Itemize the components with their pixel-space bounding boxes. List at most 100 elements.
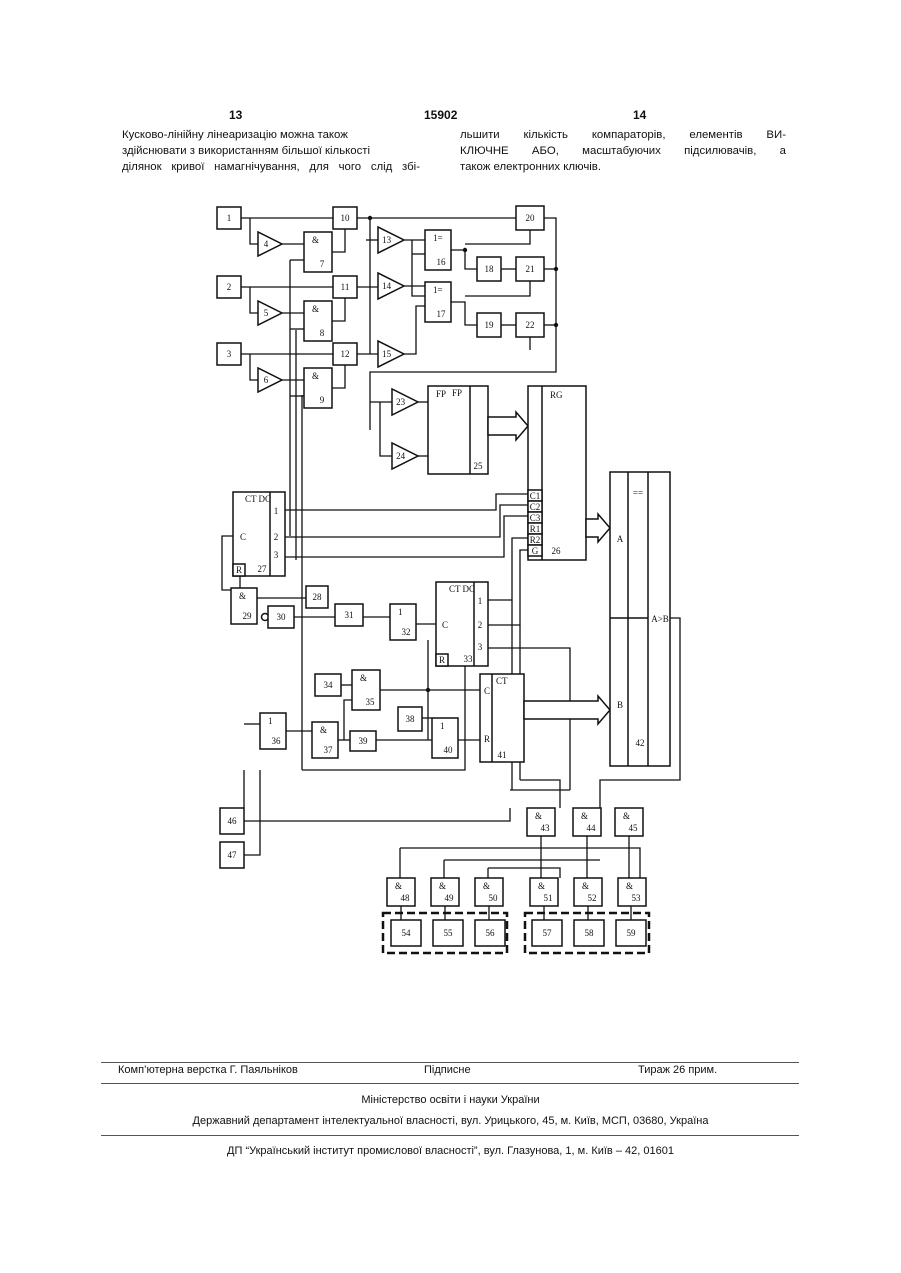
block-number: 52 bbox=[588, 893, 597, 903]
pin-label: 2 bbox=[274, 532, 279, 542]
wire bbox=[451, 250, 477, 269]
block-number: 57 bbox=[543, 928, 553, 938]
footer-signed: Підписне bbox=[424, 1064, 471, 1076]
wire bbox=[285, 494, 528, 510]
pin-label: C bbox=[442, 620, 448, 630]
block-number: 26 bbox=[552, 546, 562, 556]
block-number: 47 bbox=[228, 850, 238, 860]
block-number: 20 bbox=[526, 213, 536, 223]
wire bbox=[244, 770, 260, 855]
pin-label: C2 bbox=[530, 502, 541, 512]
block-number: 33 bbox=[464, 654, 474, 664]
block-symbol: & bbox=[312, 235, 319, 245]
pin-label: C bbox=[240, 532, 246, 542]
block-number: 46 bbox=[228, 816, 238, 826]
pin-label: R bbox=[236, 565, 242, 575]
block-symbol: & bbox=[360, 673, 367, 683]
footer-rule-bottom bbox=[101, 1135, 799, 1136]
amplifier-4 bbox=[258, 232, 282, 256]
pin-label: B bbox=[617, 700, 623, 710]
block-number: 58 bbox=[585, 928, 595, 938]
amplifier-number: 4 bbox=[264, 239, 269, 249]
pin-label: C3 bbox=[530, 513, 541, 523]
footer-ministry: Міністерство освіти і науки України bbox=[0, 1094, 901, 1106]
block-number: 43 bbox=[541, 823, 551, 833]
block-symbol: CT bbox=[496, 676, 508, 686]
amplifier-number: 13 bbox=[382, 235, 392, 245]
wire bbox=[222, 536, 233, 590]
block-number: 8 bbox=[320, 328, 325, 338]
block-number: 25 bbox=[474, 461, 484, 471]
block-number: 48 bbox=[401, 893, 411, 903]
pin-label: C1 bbox=[530, 491, 541, 501]
wire bbox=[451, 302, 477, 325]
pin-label: A bbox=[617, 534, 624, 544]
block-symbol: & bbox=[439, 881, 446, 891]
junction-dot bbox=[368, 216, 372, 220]
wire bbox=[488, 550, 528, 625]
footer-typesetting: Комп’ютерна верстка Г. Паяльніков bbox=[118, 1064, 298, 1076]
wire bbox=[400, 848, 640, 878]
block-symbol: & bbox=[581, 811, 588, 821]
amplifier-number: 14 bbox=[382, 281, 392, 291]
pin-label: 3 bbox=[478, 642, 483, 652]
block-number: 9 bbox=[320, 395, 325, 405]
pin-label: 2 bbox=[478, 620, 483, 630]
pin-label: R bbox=[484, 734, 490, 744]
wire bbox=[244, 808, 510, 821]
block-symbol: & bbox=[535, 811, 542, 821]
wire bbox=[465, 230, 530, 244]
pin-label: R1 bbox=[530, 524, 541, 534]
junction-dot bbox=[554, 323, 558, 327]
block-symbol: RG bbox=[550, 390, 563, 400]
block-symbol: & bbox=[395, 881, 402, 891]
block-number: 51 bbox=[544, 893, 553, 903]
wire bbox=[412, 240, 425, 296]
block-number: 27 bbox=[258, 564, 268, 574]
block-number: 21 bbox=[526, 264, 535, 274]
pin-label: 1 bbox=[274, 506, 279, 516]
block-symbol: & bbox=[320, 725, 327, 735]
block-number: 1 bbox=[227, 213, 232, 223]
block-symbol: 1 bbox=[268, 716, 273, 726]
block-number: 17 bbox=[437, 309, 447, 319]
block-number: 16 bbox=[437, 257, 447, 267]
block-number: 37 bbox=[324, 745, 334, 755]
block-number: 34 bbox=[324, 680, 334, 690]
wire bbox=[250, 354, 258, 380]
wire bbox=[250, 287, 258, 313]
block-symbol: FP bbox=[436, 389, 446, 399]
block-symbol: & bbox=[538, 881, 545, 891]
block-number: 41 bbox=[498, 750, 507, 760]
block-symbol: & bbox=[626, 881, 633, 891]
block-number: 55 bbox=[444, 928, 454, 938]
footer-rule-middle bbox=[101, 1083, 799, 1084]
block-symbol: CT DC bbox=[245, 494, 271, 504]
block-number: 32 bbox=[402, 627, 411, 637]
block-number: 39 bbox=[359, 736, 369, 746]
block-number: 38 bbox=[406, 714, 416, 724]
block-number: 30 bbox=[277, 612, 287, 622]
wire bbox=[488, 868, 560, 878]
block-number: 19 bbox=[485, 320, 495, 330]
wire bbox=[332, 365, 345, 388]
pin-label: R2 bbox=[530, 535, 541, 545]
block-number: 28 bbox=[313, 592, 323, 602]
block-number: 54 bbox=[402, 928, 412, 938]
block-number: 40 bbox=[444, 745, 454, 755]
block-symbol: 1 bbox=[398, 607, 403, 617]
block-number: 42 bbox=[636, 738, 645, 748]
footer-department: Державний департамент інтелектуальної вл… bbox=[0, 1115, 901, 1127]
block-symbol: & bbox=[623, 811, 630, 821]
pin-label: R bbox=[439, 655, 445, 665]
amplifier-6 bbox=[258, 368, 282, 392]
block-symbol: & bbox=[239, 591, 246, 601]
block-symbol: & bbox=[312, 304, 319, 314]
block-symbol: 1= bbox=[433, 233, 443, 243]
wire bbox=[250, 218, 258, 244]
block-number: 7 bbox=[320, 259, 325, 269]
pin-label: == bbox=[633, 488, 643, 498]
block-number: 29 bbox=[243, 611, 253, 621]
pin-label: A>B bbox=[651, 614, 669, 624]
bus-arrow bbox=[488, 412, 528, 440]
